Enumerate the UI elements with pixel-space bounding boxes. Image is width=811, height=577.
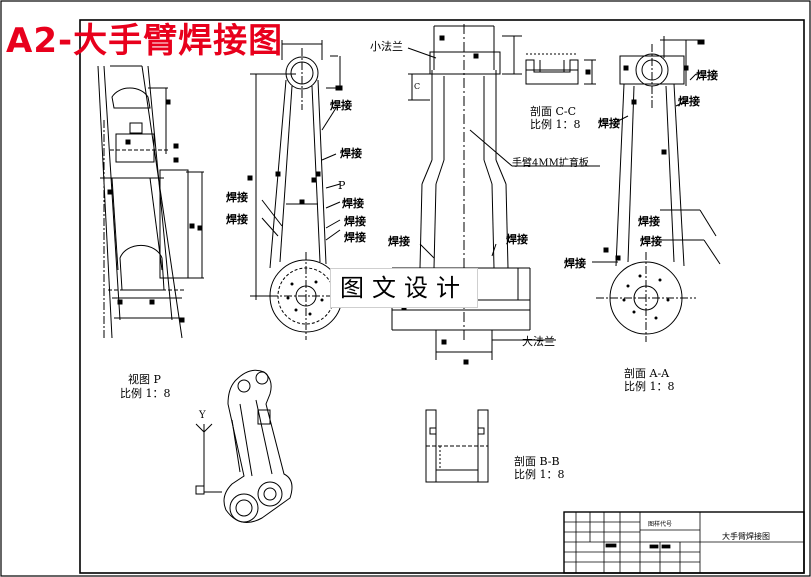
weld-label: 焊接	[340, 147, 362, 160]
isometric-drawing	[195, 369, 293, 523]
section-aa-drawing	[592, 36, 721, 342]
weld-label: 焊接	[640, 235, 662, 248]
page-title: A2-大手臂焊接图	[6, 21, 284, 61]
weld-label: 焊接	[696, 69, 718, 82]
weld-label: 焊接	[226, 213, 248, 226]
weld-label: 焊接	[226, 191, 248, 204]
view-p-caption: 视图 P	[128, 373, 161, 386]
section-bb-scale: 比例 1：8	[514, 468, 565, 481]
large-flange-label: 大法兰	[522, 335, 555, 348]
weld-label: 焊接	[342, 197, 364, 210]
section-aa-scale: 比例 1：8	[624, 380, 675, 393]
weld-label: 焊接	[564, 257, 586, 270]
section-cc-scale: 比例 1：8	[530, 118, 581, 131]
watermark-label: 图文设计	[330, 268, 478, 308]
section-cc-caption: 剖面 C-C	[530, 105, 577, 118]
arm-rib-label: 手臂4MM扩育板	[512, 158, 589, 169]
view-p-scale: 比例 1：8	[120, 387, 171, 400]
weld-label: 焊接	[388, 235, 410, 248]
section-bb-drawing	[425, 409, 489, 483]
section-c-marker: C	[414, 82, 421, 91]
arm-side-drawing	[391, 24, 600, 365]
weld-label: 焊接	[678, 95, 700, 108]
weld-label: 焊接	[598, 117, 620, 130]
title-block	[563, 511, 805, 574]
title-block-code: 图样代号	[648, 521, 673, 528]
y-axis-label: Y	[199, 410, 206, 421]
arm-front-drawing	[247, 40, 356, 340]
view-p-marker: P	[338, 179, 346, 192]
weld-label: 焊接	[344, 231, 366, 244]
section-aa-caption: 剖面 A-A	[624, 367, 670, 380]
section-cc-drawing	[525, 53, 596, 85]
weld-label: 焊接	[344, 215, 366, 228]
section-bb-caption: 剖面 B-B	[514, 455, 560, 468]
title-block-drawing-name: 大手臂焊接图	[722, 532, 770, 541]
view-p-drawing	[97, 65, 204, 340]
weld-label: 焊接	[506, 233, 528, 246]
weld-label: 焊接	[638, 215, 660, 228]
weld-label: 焊接	[330, 99, 352, 112]
inner-frame	[79, 19, 805, 574]
small-flange-label: 小法兰	[370, 40, 403, 53]
